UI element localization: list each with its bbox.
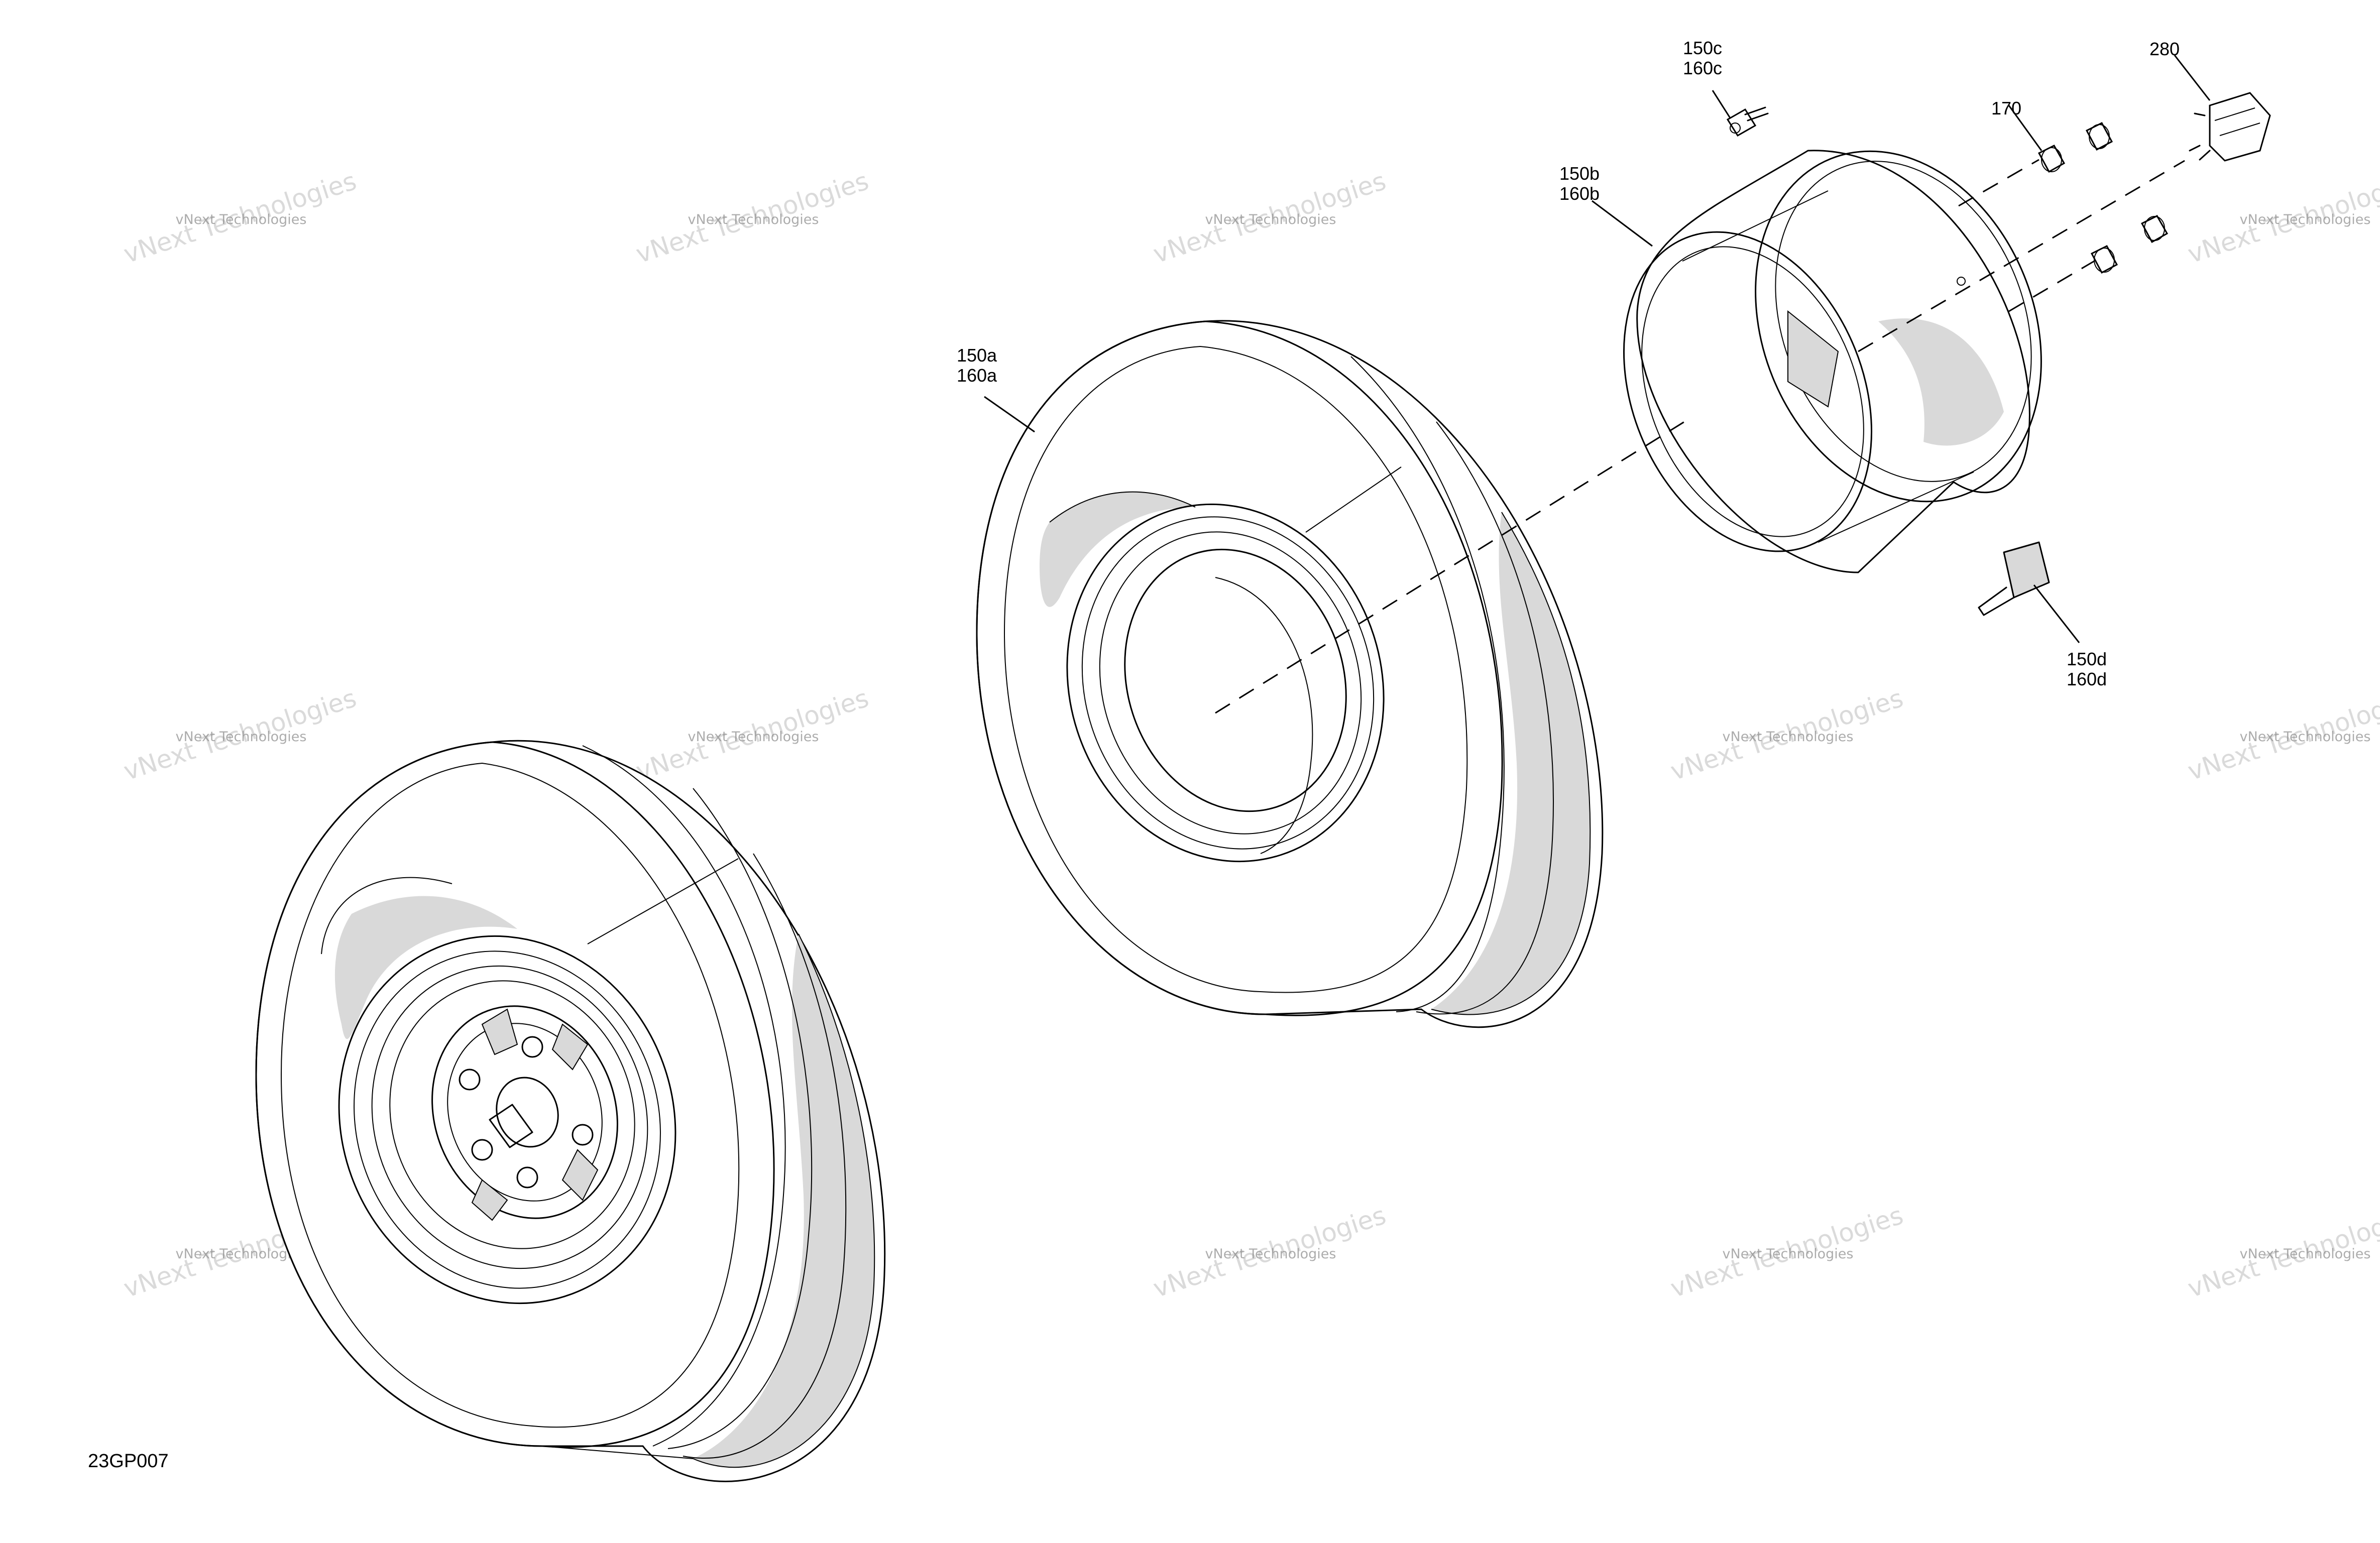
watermark-small-text: vNext Technologies <box>176 1246 307 1262</box>
lug-nut-part <box>2037 122 2169 274</box>
watermark-small-text: vNext Technologies <box>1723 729 1854 745</box>
callout-labels: 150a 160a 150b 160b 150c 160c 150d 160d … <box>88 38 2180 1472</box>
callout-280: 280 <box>2149 39 2180 59</box>
rim-exploded <box>1623 150 2042 573</box>
callout-150a-line2: 160a <box>957 365 997 386</box>
wheel-weight-part <box>1978 541 2050 616</box>
diagram-reference-id: 23GP007 <box>88 1451 169 1472</box>
callout-150b-line2: 160b <box>1559 183 1600 204</box>
watermark-small-text: vNext Technologies <box>1205 1246 1336 1262</box>
callout-150b-line1: 150b <box>1559 163 1600 184</box>
watermark-small-text: vNext Technologies <box>2240 1246 2371 1262</box>
callout-170: 170 <box>1991 98 2021 118</box>
valve-stem-part <box>1726 106 1769 137</box>
callout-150d-line1: 150d <box>2067 649 2107 669</box>
watermark-small-text: vNext Technologies <box>1205 212 1336 227</box>
callout-150a-line1: 150a <box>957 345 997 366</box>
watermark-small-text: vNext Technologies <box>1723 1246 1854 1262</box>
tire-exploded <box>976 320 1604 1028</box>
watermark-small-text: vNext Technologies <box>688 212 819 227</box>
leader-lines <box>984 55 2211 643</box>
watermark-small-text: vNext Technologies <box>176 729 307 745</box>
watermark-small-text: vNext Technologies <box>688 729 819 745</box>
watermark-small-text: vNext Technologies <box>2240 212 2371 227</box>
hub-cap-part <box>2189 92 2271 162</box>
callout-150d-line2: 160d <box>2067 669 2107 689</box>
callout-150c-line2: 160c <box>1683 58 1722 78</box>
assembled-wheel <box>255 740 886 1482</box>
watermark-small-text: vNext Technologies <box>176 212 307 227</box>
watermark-small-text: vNext Technologies <box>2240 729 2371 745</box>
assembly-axes <box>1215 159 2185 714</box>
callout-150c-line1: 150c <box>1683 38 1722 58</box>
